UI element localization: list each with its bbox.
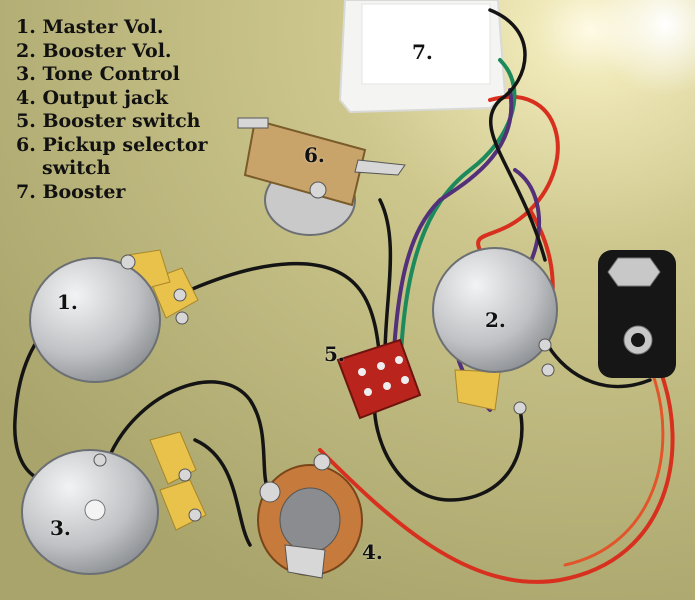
- callout-output-jack: 4.: [362, 540, 383, 564]
- component-legend: 1. Master Vol. 2. Booster Vol. 3. Tone C…: [16, 16, 208, 204]
- callout-tone-control: 3.: [50, 516, 71, 540]
- tone-control-pot: [21, 431, 207, 575]
- callout-booster-vol: 2.: [485, 308, 506, 332]
- legend-item: 1. Master Vol.: [16, 16, 164, 38]
- booster-switch: [336, 338, 422, 420]
- callout-booster: 7.: [412, 40, 433, 64]
- legend-item: 3. Tone Control: [16, 63, 180, 85]
- pickup-selector-switch: [237, 117, 406, 236]
- legend-item: 5. Booster switch: [16, 110, 201, 132]
- callout-booster-switch: 5.: [324, 342, 345, 366]
- battery-clip: [598, 250, 676, 378]
- callout-master-vol: 1.: [57, 290, 78, 314]
- booster-module: [338, 0, 507, 114]
- master-volume-pot: [29, 249, 199, 383]
- wires: [13, 8, 675, 584]
- legend-item: 7. Booster: [16, 180, 126, 203]
- legend-item: switch: [42, 157, 111, 179]
- legend-item: 2. Booster Vol.: [16, 39, 172, 62]
- output-jack: [257, 453, 363, 579]
- callout-pickup-selector: 6.: [304, 143, 325, 167]
- booster-volume-pot: [432, 247, 558, 415]
- legend-item: 4. Output jack: [16, 86, 168, 109]
- legend-item: 6. Pickup selector: [16, 133, 208, 156]
- light-glare: [595, 0, 695, 95]
